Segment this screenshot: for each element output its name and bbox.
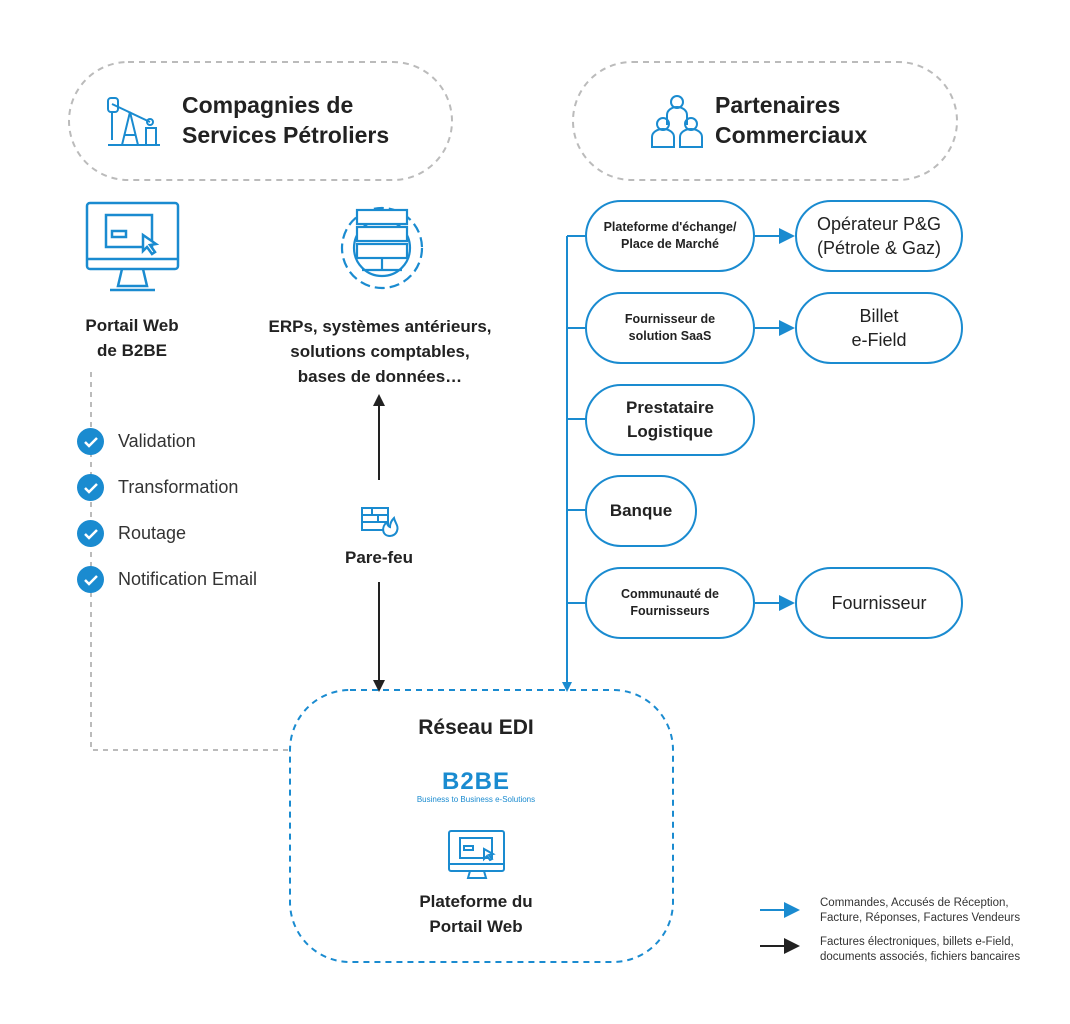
box-line: Fournisseur de [624,312,716,326]
label-line: de B2BE [97,341,167,360]
label-line: Portail Web [429,917,523,936]
label-line: solutions comptables, [290,342,470,361]
label-line: Plateforme du [419,892,533,911]
check-icon [77,474,104,501]
checklist-item: Transformation [77,474,238,501]
checklist-label: Routage [118,523,187,543]
edi-network-boundary [289,689,674,963]
logo-text: B2BE [441,768,511,795]
legend-line: Commandes, Accusés de Réception, [820,897,1009,909]
box-line: e-Field [851,330,907,350]
checklist-label: Validation [118,431,196,451]
legend-line: Facture, Réponses, Factures Vendeurs [820,912,1021,924]
checklist-item: Notification Email [77,566,257,593]
title-line: Partenaires [715,92,841,118]
checklist-label: Notification Email [118,569,258,589]
target-operator: Opérateur P&G (Pétrole & Gaz) [795,200,963,272]
checklist-item: Routage [77,520,186,547]
b2be-logo: B2BE Business to Business e-Solutions [376,770,576,806]
check-icon [77,566,104,593]
box-line: Fournisseurs [630,604,710,618]
checklist-item: Validation [77,428,196,455]
box-line: Plateforme d'échange/ [603,220,737,234]
edi-title: Réseau EDI [418,716,534,739]
title-line: Commerciaux [715,122,868,148]
right-group-title: Partenaires Commerciaux [715,90,867,150]
edi-platform-label: Plateforme du Portail Web [376,889,576,939]
left-group-pill [68,61,453,181]
partner-saas: Fournisseur de solution SaaS [585,292,755,364]
edi-monitor-icon [448,830,505,879]
legend-blue: Commandes, Accusés de Réception, Facture,… [820,896,1020,926]
label-line: ERPs, systèmes antérieurs, [268,317,492,336]
partner-bank: Banque [585,475,697,547]
right-group-pill [572,61,958,181]
legend-line: documents associés, fichiers bancaires [820,951,1021,963]
target-supplier: Fournisseur [795,567,963,639]
portal-dashed-link [90,372,290,751]
legend-black: Factures électroniques, billets e-Field,… [820,935,1020,965]
oil-pump-icon [107,97,160,146]
box-line: Communauté de [621,587,719,601]
people-group-icon [651,95,703,148]
box-line: Place de Marché [621,237,719,251]
label-line: bases de données… [297,367,463,386]
check-icon [77,428,104,455]
server-gear-icon [340,206,424,290]
partner-supplier-community: Communauté de Fournisseurs [585,567,755,639]
title-line: Compagnies de [182,92,354,118]
left-group-title: Compagnies de Services Pétroliers [182,90,389,150]
checklist-label: Transformation [118,477,239,497]
box-line: (Pétrole & Gaz) [816,238,942,258]
box-line: Logistique [627,422,713,441]
title-line: Services Pétroliers [182,122,390,148]
firewall-label: Pare-feu [344,548,414,567]
partner-marketplace: Plateforme d'échange/Place de Marché [585,200,755,272]
box-line: Prestataire [626,398,714,417]
label-line: Portail Web [85,316,179,335]
portal-label: Portail Web de B2BE [32,313,232,363]
logo-tagline: Business to Business e-Solutions [416,795,536,804]
monitor-icon [85,201,180,292]
firewall-icon [361,507,399,538]
box-line: Billet [859,306,899,326]
box-line: Fournisseur [831,593,927,613]
erp-label: ERPs, systèmes antérieurs, solutions com… [230,314,530,389]
check-icon [77,520,104,547]
legend-line: Factures électroniques, billets e-Field, [820,936,1014,948]
box-line: Banque [609,501,673,520]
box-line: Opérateur P&G [816,214,942,234]
target-efield-ticket: Billet e-Field [795,292,963,364]
box-line: solution SaaS [628,329,712,343]
